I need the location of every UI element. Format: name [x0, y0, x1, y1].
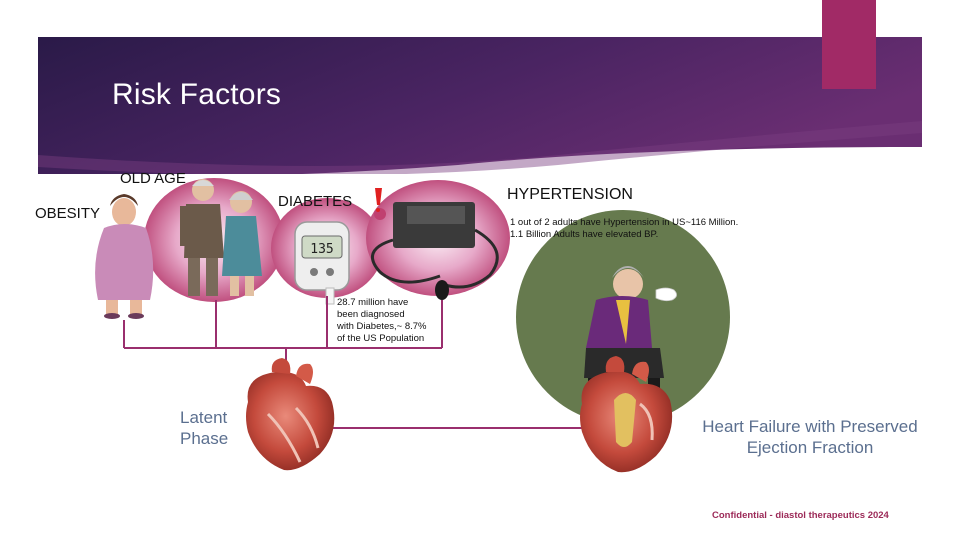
diabetes-note-line: of the US Population [337, 333, 425, 344]
accent-tab [822, 0, 876, 89]
hfpef-line: Ejection Fraction [746, 438, 874, 457]
hfpef-heart-icon [580, 356, 673, 473]
obesity-figure [95, 194, 154, 319]
diabetes-note-line: 28.7 million have [337, 297, 409, 308]
slide-title: Risk Factors [112, 78, 282, 111]
hfpef-line: Heart Failure with Preserved [702, 417, 918, 436]
hypertension-note-line: 1.1 Billion Adults have elevated BP. [510, 229, 659, 240]
diabetes-label: DIABETES [278, 193, 353, 210]
hfpef-label: Heart Failure with Preserved Ejection Fr… [692, 416, 928, 458]
blood-pressure-monitor-icon [370, 188, 499, 300]
confidential-footer: Confidential - diastol therapeutics 2024 [712, 510, 889, 521]
glucometer-icon [294, 221, 350, 305]
hypertension-label: HYPERTENSION [507, 186, 633, 203]
old-age-figure [180, 179, 262, 296]
latent-heart-icon [246, 358, 335, 471]
latent-phase-label: Latent Phase [180, 407, 228, 449]
title-banner [38, 37, 922, 174]
hypertension-note: 1 out of 2 adults have Hypertension in U… [510, 217, 738, 241]
old-age-label: OLD AGE [120, 170, 186, 187]
diabetes-note-line: been diagnosed [337, 309, 405, 320]
obesity-label: OBESITY [35, 205, 101, 222]
glucometer-reading: 135 [310, 242, 333, 257]
latent-phase-line: Phase [180, 429, 229, 448]
hypertension-note-line: 1 out of 2 adults have Hypertension in U… [510, 217, 739, 228]
diabetes-note: 28.7 million have been diagnosed with Di… [337, 297, 427, 345]
diabetes-note-line: with Diabetes,~ 8.7% [337, 321, 427, 332]
latent-phase-line: Latent [180, 408, 228, 427]
